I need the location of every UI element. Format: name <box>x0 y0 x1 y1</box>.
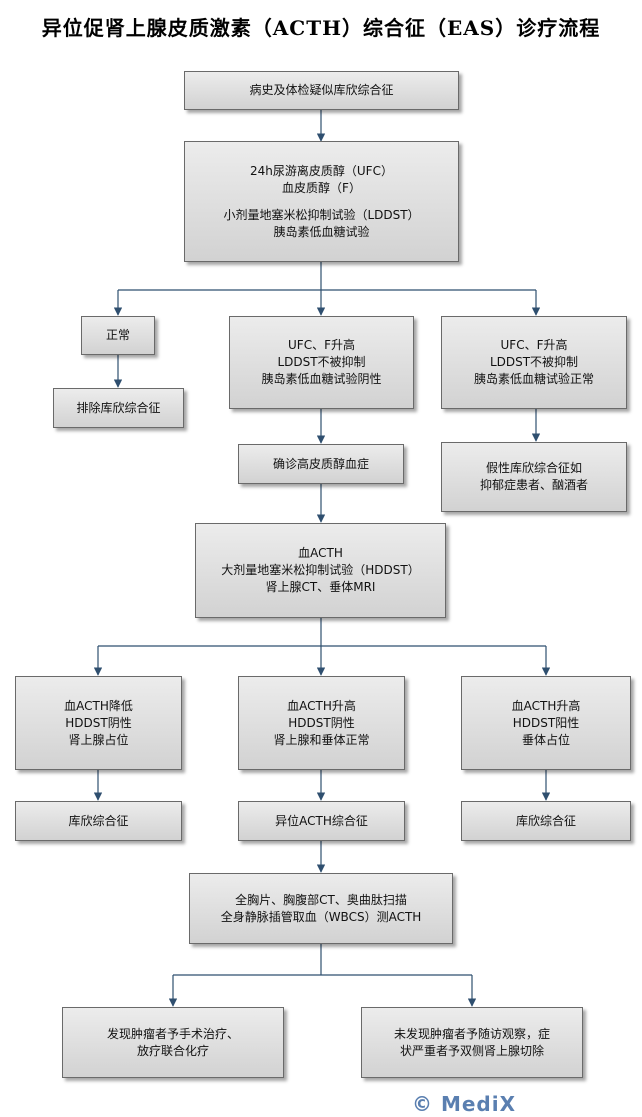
node-line: 血ACTH升高 <box>287 698 356 713</box>
node-acth-low: 血ACTH降低 HDDST阴性肾上腺占位 <box>15 676 182 770</box>
node-normal: 正常 <box>81 316 155 355</box>
node-line: HDDST阳性 <box>512 715 580 730</box>
node-line: 库欣综合征 <box>515 813 576 828</box>
node-pseudo-cushing: 假性库欣综合征如抑郁症患者、酗酒者 <box>441 442 627 512</box>
node-line: UFC、F升高 <box>500 338 568 352</box>
node-line: 全胸片、胸腹部CT、奥曲肽扫描 <box>235 892 407 907</box>
node-line: 异位ACTH综合征 <box>275 813 368 828</box>
node-initial-tests: 24h尿游离皮质醇（UFC） 血皮质醇（F） 小剂量地塞米松抑制试验（LDDST） 胰… <box>184 141 459 262</box>
node-cushing-syndrome-right: 库欣综合征 <box>461 801 631 841</box>
node-line: 肾上腺占位 <box>68 732 129 747</box>
node-line: 正常 <box>105 328 130 342</box>
node-line: 胰岛素低血糖试验正常 <box>473 372 594 386</box>
node-ectopic-acth: 异位ACTH综合征 <box>238 801 405 841</box>
node-line: 状严重者予双侧肾上腺切除 <box>399 1043 544 1058</box>
node-line: 假性库欣综合征如 <box>485 461 582 475</box>
node-line: LDDST不被抑制 <box>489 355 579 369</box>
node-line: 抑郁症患者、酗酒者 <box>479 478 588 492</box>
node-tumor-not-found: 未发现肿瘤者予随访观察，症状严重者予双侧肾上腺切除 <box>361 1007 583 1078</box>
node-line: UFC、F升高 <box>288 338 355 352</box>
node-positive-result: UFC、F升高 LDDST不被抑制胰岛素低血糖试验阴性 <box>229 316 414 409</box>
node-line: 库欣综合征 <box>68 813 129 828</box>
node-line: 胰岛素低血糖试验阴性 <box>261 372 382 386</box>
node-line: 未发现肿瘤者予随访观察，症 <box>393 1026 550 1041</box>
node-line: 全身静脉插管取血（WBCS）测ACTH <box>220 909 422 924</box>
node-line: 放疗联合化疗 <box>136 1043 209 1058</box>
node-line: HDDST阴性 <box>288 715 355 730</box>
node-line: 小剂量地塞米松抑制试验（LDDST） <box>223 207 420 222</box>
node-line: LDDST不被抑制 <box>277 355 366 369</box>
node-line: HDDST阴性 <box>65 715 132 730</box>
node-line: 24h尿游离皮质醇（UFC） <box>250 163 393 178</box>
node-line: 大剂量地塞米松抑制试验（HDDST） <box>221 563 420 577</box>
node-line: 发现肿瘤者予手术治疗、 <box>106 1026 239 1041</box>
node-line: 垂体占位 <box>521 732 570 747</box>
node-line: 血皮质醇（F） <box>282 180 361 195</box>
node-confirmed-hypercortisolism: 确诊高皮质醇血症 <box>238 444 404 484</box>
node-line: 确诊高皮质醇血症 <box>272 456 369 471</box>
node-line: 胰岛素低血糖试验 <box>273 224 370 239</box>
node-line: 肾上腺CT、垂体MRI <box>265 580 376 594</box>
node-acth-hddst-imaging: 血ACTH 大剂量地塞米松抑制试验（HDDST） 肾上腺CT、垂体MRI <box>195 523 446 618</box>
node-tumor-found: 发现肿瘤者予手术治疗、放疗联合化疗 <box>62 1007 284 1078</box>
node-line: 血ACTH升高 <box>511 698 581 713</box>
node-localization-tests: 全胸片、胸腹部CT、奥曲肽扫描全身静脉插管取血（WBCS）测ACTH <box>189 873 453 944</box>
node-line: 病史及体检疑似库欣综合征 <box>249 83 394 97</box>
node-line: 血ACTH <box>298 546 343 560</box>
node-exclude-cushing: 排除库欣综合征 <box>53 388 184 428</box>
node-hypoglycemia-normal: UFC、F升高 LDDST不被抑制胰岛素低血糖试验正常 <box>441 316 627 409</box>
node-line: 肾上腺和垂体正常 <box>273 732 370 747</box>
node-cushing-syndrome-left: 库欣综合征 <box>15 801 182 841</box>
node-acth-high-positive: 血ACTH升高 HDDST阳性垂体占位 <box>461 676 631 770</box>
page-title: 异位促肾上腺皮质激素（ACTH）综合征（EAS）诊疗流程 <box>41 16 601 40</box>
node-suspected-cushing: 病史及体检疑似库欣综合征 <box>184 71 459 110</box>
node-line: 血ACTH降低 <box>64 698 133 713</box>
watermark-logo: © MediX <box>412 1092 517 1116</box>
node-acth-high-negative: 血ACTH升高 HDDST阴性肾上腺和垂体正常 <box>238 676 405 770</box>
node-line: 排除库欣综合征 <box>76 400 161 415</box>
